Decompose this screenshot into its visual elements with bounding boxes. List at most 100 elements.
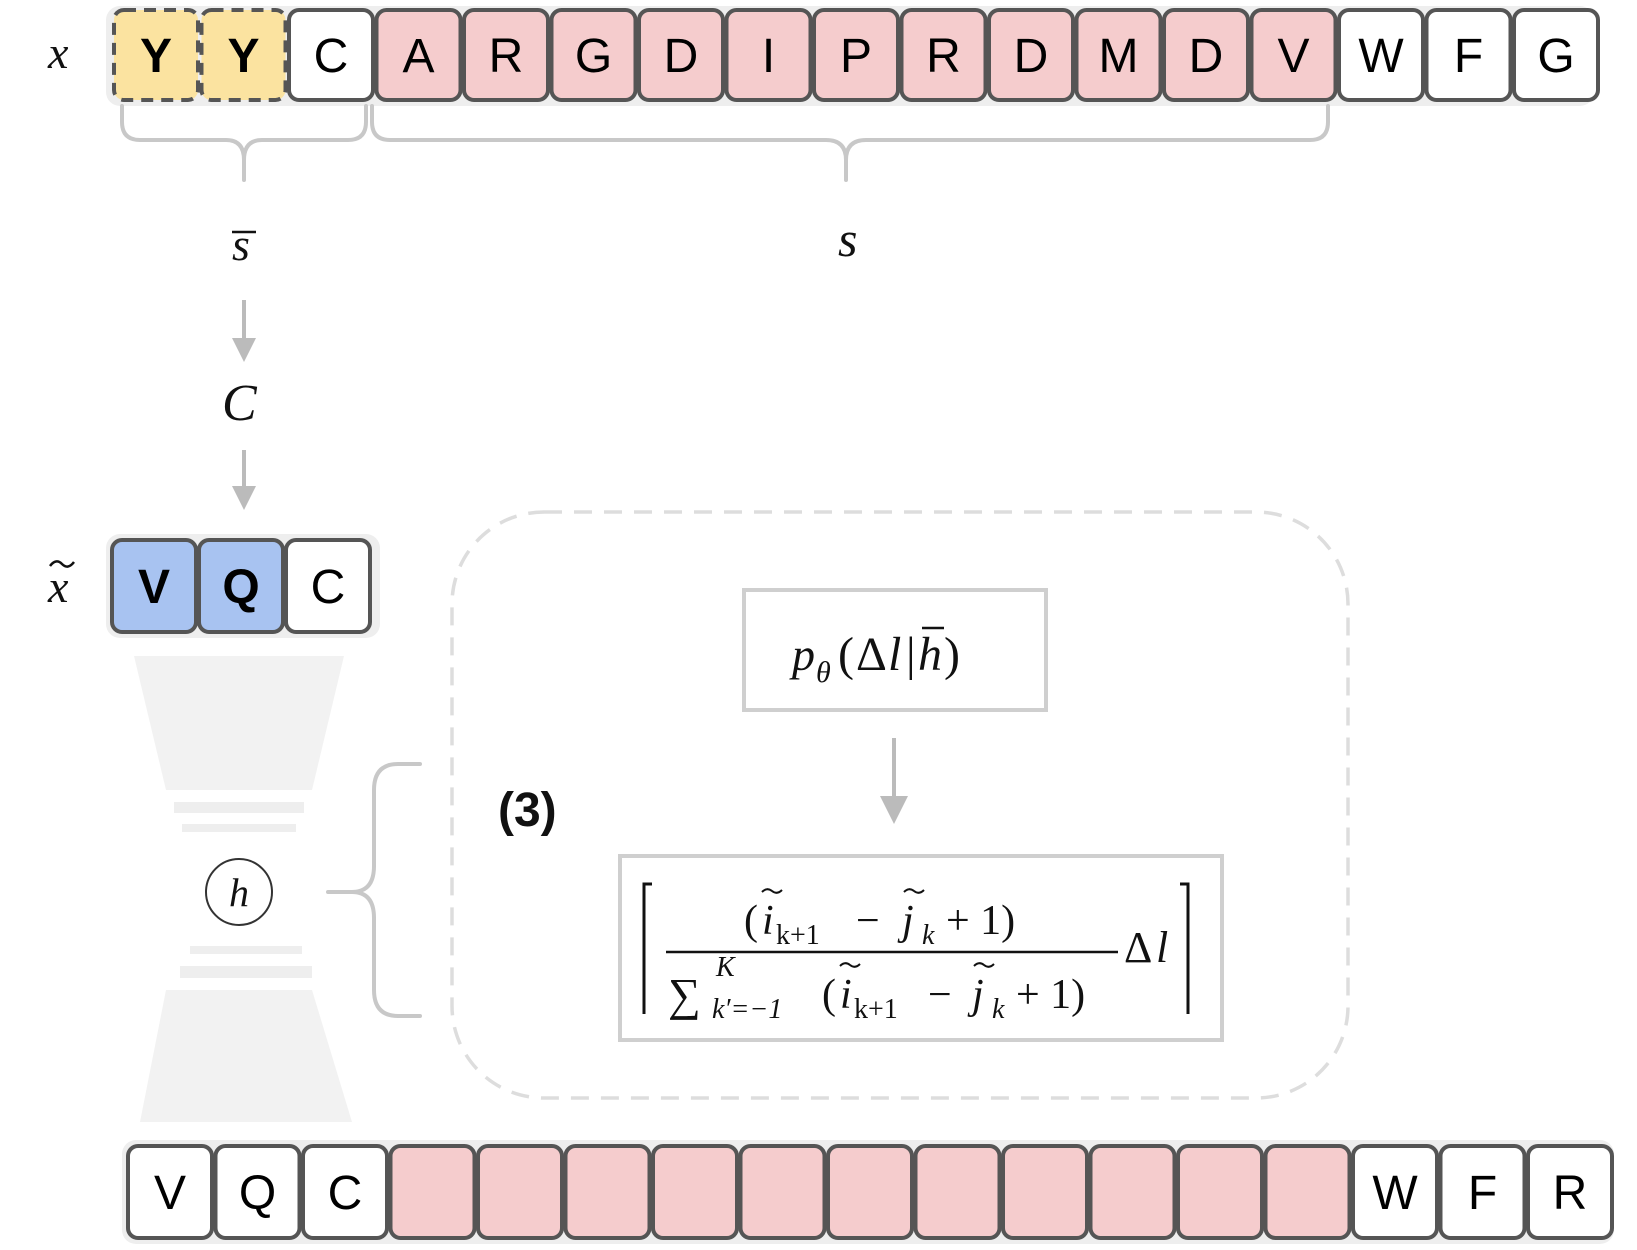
xt-token-label: V [138,561,170,614]
svg-text:Δ: Δ [856,628,887,681]
xt-token-1: V [110,538,198,634]
out-token-17: R [1526,1144,1614,1240]
brace-s [370,104,1330,182]
out-token-label: R [1553,1167,1588,1220]
x-token-12: M [1074,8,1163,102]
dashed-panel [450,510,1350,1100]
svg-text:i: i [762,898,774,944]
encoder-bar-2 [182,824,296,832]
arrow-formula-head [880,796,908,824]
x-token-4: A [374,8,463,102]
svg-text:l: l [1156,923,1168,972]
x-token-5: R [462,8,550,102]
decoder-bar-1 [190,946,302,954]
svg-text:k′=−1: k′=−1 [712,994,782,1025]
x-token-13: D [1162,8,1250,102]
x-token-9: P [812,8,900,102]
out-token-2: Q [213,1144,302,1240]
svg-text:−: − [856,898,880,944]
svg-text:Δ: Δ [1124,923,1152,972]
out-token-label: V [154,1167,186,1220]
svg-text:x: x [47,561,69,612]
svg-text:+ 1): + 1) [946,898,1015,944]
x-token-11: D [987,8,1075,102]
arrow-to-c-head [232,338,256,362]
x-token-label: P [840,30,872,83]
latent-node [205,858,273,926]
x-token-label: G [1537,30,1574,83]
out-token-label: F [1468,1167,1497,1220]
formula-box-main [618,854,1224,1042]
x-token-label: Y [227,30,259,83]
out-token-3: C [301,1144,389,1240]
x-token-label: R [926,30,961,83]
svg-text:p: p [789,629,815,680]
svg-text:h: h [918,628,942,681]
svg-text:k: k [922,920,935,951]
autoencoder: h [134,656,352,1122]
x-token-8: I [724,8,813,102]
xt-token-label: C [311,561,346,614]
x-token-label: F [1454,30,1483,83]
out-token-7 [651,1144,739,1240]
svg-text:(: ( [744,898,758,944]
x-token-label: W [1358,30,1404,83]
svg-text:j: j [967,972,984,1018]
x-token-label: D [664,30,699,83]
svg-text:): ) [944,628,960,681]
formula-p: p θ ( Δ l | h ) [789,626,960,689]
label-x: x [47,27,69,78]
x-token-17: G [1512,8,1600,102]
formula-box-p [742,588,1048,712]
svg-text:θ: θ [816,656,831,689]
out-token-label: Q [239,1167,276,1220]
svg-text:l: l [888,628,901,681]
x-token-10: R [899,8,988,102]
out-token-14 [1263,1144,1352,1240]
x-token-label: Y [140,30,172,83]
out-token-8 [738,1144,827,1240]
svg-text:k: k [992,994,1005,1025]
x-token-6: G [549,8,638,102]
x-token-label: D [1014,30,1049,83]
x-token-1: Y [112,8,200,102]
x-token-2: Y [199,8,288,102]
out-token-6 [563,1144,652,1240]
out-token-5 [476,1144,564,1240]
encoder-bar-1 [174,802,304,813]
svg-text:+ 1): + 1) [1016,972,1085,1018]
x-token-label: I [762,30,775,83]
out-token-16: F [1438,1144,1527,1240]
x-token-7: D [637,8,725,102]
out-token-1: V [126,1144,214,1240]
svg-text:(: ( [822,972,836,1018]
x-token-label: D [1189,30,1224,83]
out-token-11 [1001,1144,1089,1240]
xt-token-3: C [284,538,372,634]
out-token-9 [826,1144,914,1240]
svg-text:i: i [840,972,852,1018]
svg-text:∑: ∑ [668,969,701,1020]
formula-main: ( i k+1 − j k + 1) ∑ K k′=−1 ( i k+1 − j… [642,882,1190,1025]
out-token-15: W [1351,1144,1439,1240]
xt-token-2: Q [197,538,285,634]
label-c: C [222,375,258,432]
svg-text:s: s [232,219,250,270]
x-token-16: F [1424,8,1513,102]
svg-text:−: − [928,972,952,1018]
svg-text:K: K [715,952,736,983]
x-token-3: C [287,8,375,102]
out-token-10 [913,1144,1002,1240]
xt-token-label: Q [222,561,259,614]
label-s-bar: s [232,219,256,270]
x-token-label: G [575,30,612,83]
brace-h [326,762,422,1018]
encoder-trapezoid [134,656,344,790]
decoder-trapezoid [140,990,352,1122]
decoder-bar-2 [180,966,312,978]
label-x-tilde: x [47,560,75,612]
